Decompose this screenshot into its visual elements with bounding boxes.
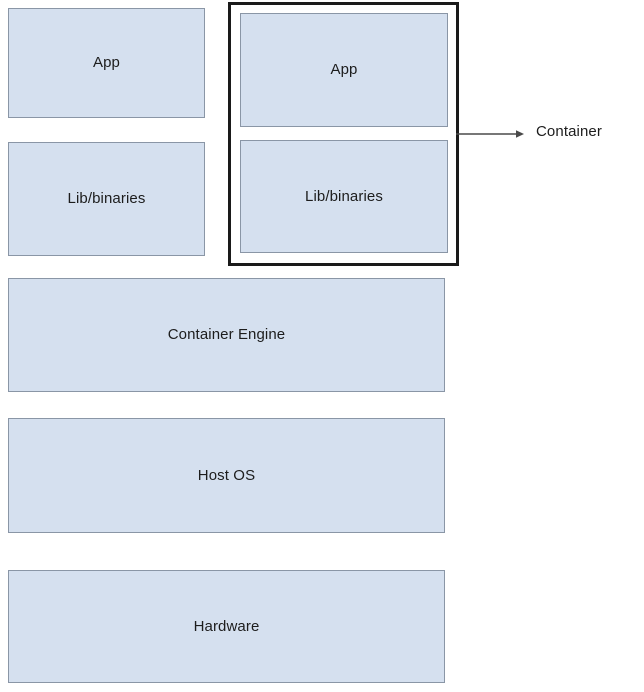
- box-app-left-label: App: [93, 54, 120, 71]
- box-app-container[interactable]: App: [240, 13, 448, 127]
- container-callout-arrow: [456, 120, 526, 148]
- container-callout-label: Container: [536, 123, 602, 140]
- box-container-engine[interactable]: Container Engine: [8, 278, 445, 392]
- box-lib-binaries-left[interactable]: Lib/binaries: [8, 142, 205, 256]
- box-lib-binaries-container-label: Lib/binaries: [305, 187, 383, 205]
- box-host-os-label: Host OS: [197, 466, 256, 484]
- box-hardware-label: Hardware: [193, 617, 260, 635]
- box-lib-binaries-left-label: Lib/binaries: [67, 190, 146, 207]
- box-lib-binaries-container[interactable]: Lib/binaries: [240, 140, 448, 253]
- box-app-left[interactable]: App: [8, 8, 205, 118]
- box-container-engine-label: Container Engine: [167, 326, 286, 343]
- box-hardware[interactable]: Hardware: [8, 570, 445, 683]
- arrow-right-icon: [456, 130, 524, 138]
- box-host-os[interactable]: Host OS: [8, 418, 445, 533]
- box-app-container-label: App: [330, 61, 358, 78]
